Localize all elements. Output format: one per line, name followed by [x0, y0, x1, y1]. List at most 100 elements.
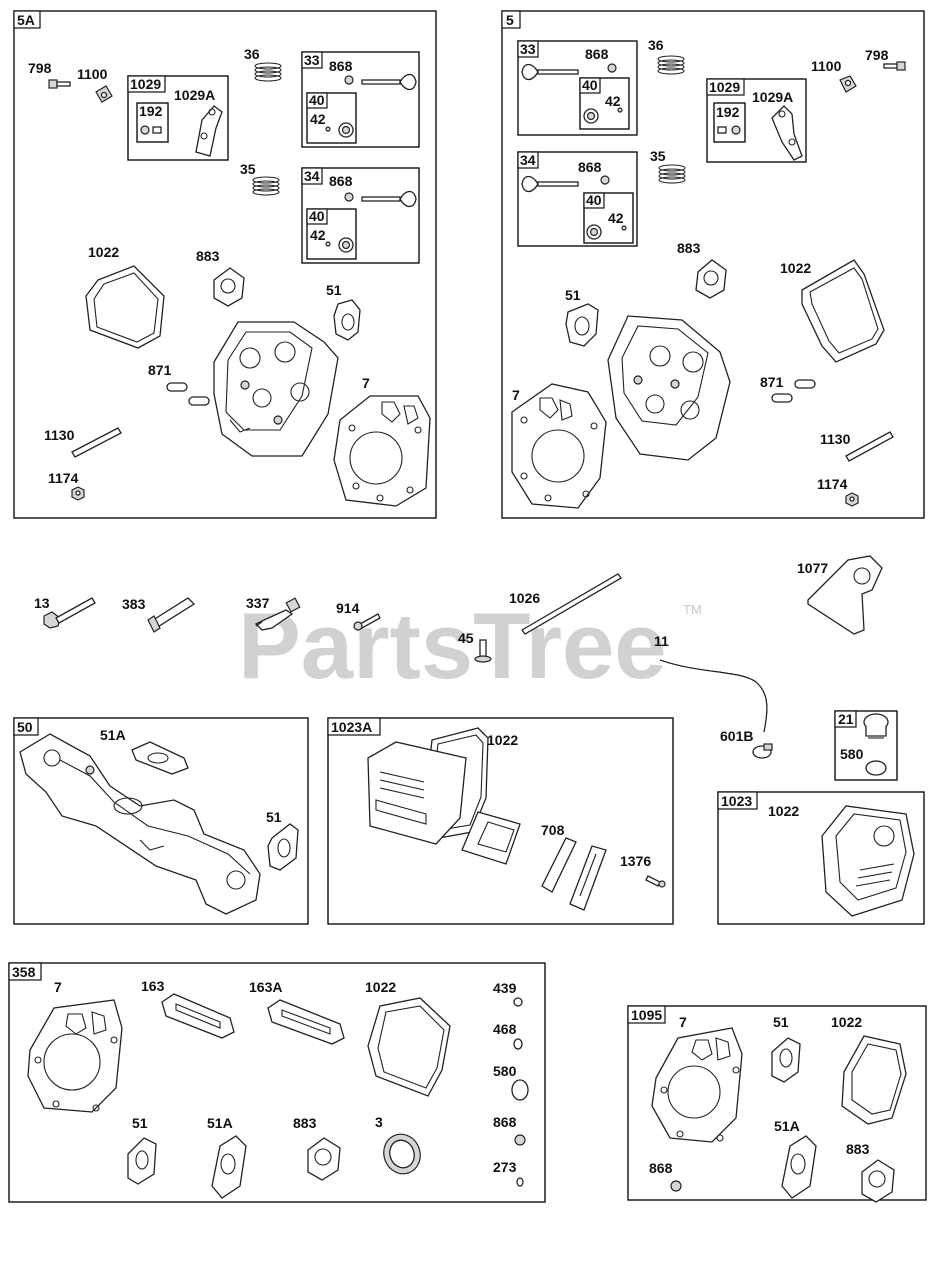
valve-cover-icon[interactable]: [367, 741, 467, 845]
valve-spring-36-b-icon[interactable]: [657, 55, 685, 75]
cylinder-head-icon[interactable]: [213, 321, 339, 457]
retainer-42-icon[interactable]: [325, 126, 331, 132]
valve-seal-868-b-icon[interactable]: [344, 192, 354, 202]
intake-manifold-icon[interactable]: [19, 733, 261, 915]
intake-gasket-51-b-icon[interactable]: [565, 303, 599, 347]
head-gasket-7-icon[interactable]: [333, 395, 431, 507]
label-580-k: 580: [493, 1063, 517, 1079]
subgroup-tag-34-b: 34: [520, 152, 536, 168]
intake-gasket-51-k-icon[interactable]: [127, 1137, 157, 1185]
valve-seal-868-c-icon[interactable]: [607, 63, 617, 73]
valve-33-icon[interactable]: [361, 73, 417, 91]
subgroup-tag-1029: 1029: [130, 76, 161, 92]
gasket-883-b-icon[interactable]: [695, 259, 727, 299]
nut-1100-icon[interactable]: [95, 85, 113, 103]
o-ring-468-icon[interactable]: [513, 1038, 523, 1050]
valve-34-b-icon[interactable]: [521, 175, 579, 193]
nut-1100-b-icon[interactable]: [839, 75, 857, 93]
valve-spring-36-icon[interactable]: [254, 62, 282, 82]
breather-tube-11-icon[interactable]: [659, 659, 768, 733]
label-1022-h: 1022: [831, 1014, 862, 1030]
nut-1174-b-icon[interactable]: [845, 492, 859, 507]
spark-plug-337-icon[interactable]: [254, 597, 301, 631]
valve-cover-gasket-1022-b-icon[interactable]: [801, 259, 885, 363]
gasket-51A-icon[interactable]: [131, 741, 189, 775]
push-rod-1026-icon[interactable]: [521, 573, 622, 635]
gasket-883-h-icon[interactable]: [861, 1159, 895, 1203]
breather-element-icon[interactable]: [461, 811, 521, 865]
stud-1130-b-icon[interactable]: [845, 431, 894, 462]
label-868-b: 868: [329, 173, 353, 189]
subgroup-tag-34: 34: [304, 168, 320, 184]
loose-parts: 13 383 337 914 1026 45 11: [34, 555, 883, 759]
oil-seal-3-icon[interactable]: [378, 1129, 426, 1179]
head-gasket-7-h-icon[interactable]: [651, 1027, 743, 1143]
retainer-40-d-icon[interactable]: [586, 224, 602, 240]
screw-192-b-icon[interactable]: [717, 125, 741, 135]
rocker-arm-1029A-icon[interactable]: [195, 105, 223, 157]
label-601B: 601B: [720, 728, 753, 744]
bolt-798-b-icon[interactable]: [883, 61, 906, 71]
valve-cover-gasket-1022-k-icon[interactable]: [367, 997, 451, 1097]
group-tag-1023: 1023: [721, 793, 752, 809]
dowel-871-icon[interactable]: [166, 382, 210, 406]
bracket-1077-icon[interactable]: [807, 555, 883, 635]
valve-cover-b-icon[interactable]: [821, 805, 915, 917]
gasket-163A-icon[interactable]: [267, 999, 345, 1045]
valve-cover-gasket-1022-icon[interactable]: [85, 265, 165, 349]
o-ring-439-icon[interactable]: [513, 997, 523, 1007]
gasket-883-icon[interactable]: [213, 267, 245, 307]
gasket-883-k-icon[interactable]: [307, 1137, 341, 1181]
valve-seal-868-icon[interactable]: [344, 75, 354, 85]
subgroup-tag-40-a: 40: [309, 92, 325, 108]
rocker-arm-1029A-b-icon[interactable]: [771, 105, 803, 161]
o-ring-580-icon[interactable]: [865, 760, 887, 776]
retainer-42-c-icon[interactable]: [617, 107, 623, 113]
valve-seal-868-k-icon[interactable]: [514, 1134, 526, 1146]
gasket-163-icon[interactable]: [161, 993, 235, 1039]
oil-fill-cap-icon[interactable]: [863, 713, 889, 739]
retainer-40-c-icon[interactable]: [583, 108, 599, 124]
valve-spring-35-icon[interactable]: [252, 176, 280, 196]
cylinder-head-b-icon[interactable]: [607, 315, 731, 461]
breather-cover-icon[interactable]: [569, 845, 607, 911]
gasket-51A-k-icon[interactable]: [211, 1135, 247, 1199]
label-192-b: 192: [716, 104, 740, 120]
screw-1376-icon[interactable]: [645, 875, 666, 888]
valve-34-icon[interactable]: [361, 190, 417, 208]
tappet-45-icon[interactable]: [474, 639, 492, 663]
retainer-42-b-icon[interactable]: [325, 241, 331, 247]
head-gasket-7-k-icon[interactable]: [27, 999, 123, 1113]
clamp-601B-icon[interactable]: [752, 743, 773, 759]
bolt-13-icon[interactable]: [43, 597, 96, 629]
o-ring-580-k-icon[interactable]: [511, 1079, 529, 1101]
bolt-798-icon[interactable]: [48, 79, 71, 89]
clip-383-icon[interactable]: [147, 597, 196, 633]
retainer-42-d-icon[interactable]: [621, 225, 627, 231]
label-1130: 1130: [44, 427, 75, 443]
valve-cover-gasket-1022-h-icon[interactable]: [841, 1035, 907, 1125]
screw-914-icon[interactable]: [353, 613, 381, 631]
valve-spring-35-b-icon[interactable]: [658, 164, 686, 184]
valve-33-b-icon[interactable]: [521, 63, 579, 81]
valve-seal-868-h-icon[interactable]: [670, 1180, 682, 1192]
retainer-40-b-icon[interactable]: [338, 237, 354, 253]
gasket-51-c-icon[interactable]: [267, 823, 299, 871]
intake-gasket-51-h-icon[interactable]: [771, 1037, 801, 1083]
gasket-51A-h-icon[interactable]: [781, 1135, 817, 1199]
label-1022-d: 1022: [487, 732, 518, 748]
retainer-40-icon[interactable]: [338, 122, 354, 138]
screw-192-icon[interactable]: [140, 125, 162, 135]
dowel-871-b-icon[interactable]: [771, 379, 816, 403]
intake-gasket-51-icon[interactable]: [333, 299, 361, 341]
breather-gasket-708-icon[interactable]: [541, 837, 577, 893]
head-gasket-7-b-icon[interactable]: [511, 383, 607, 509]
label-1022: 1022: [88, 244, 119, 260]
group-tag-5A: 5A: [17, 12, 35, 28]
valve-seal-868-d-icon[interactable]: [600, 175, 610, 185]
stud-1130-icon[interactable]: [71, 427, 122, 458]
nut-1174-icon[interactable]: [71, 486, 85, 501]
label-1022-b: 1022: [780, 260, 811, 276]
label-580: 580: [840, 746, 864, 762]
o-ring-273-icon[interactable]: [516, 1177, 524, 1187]
